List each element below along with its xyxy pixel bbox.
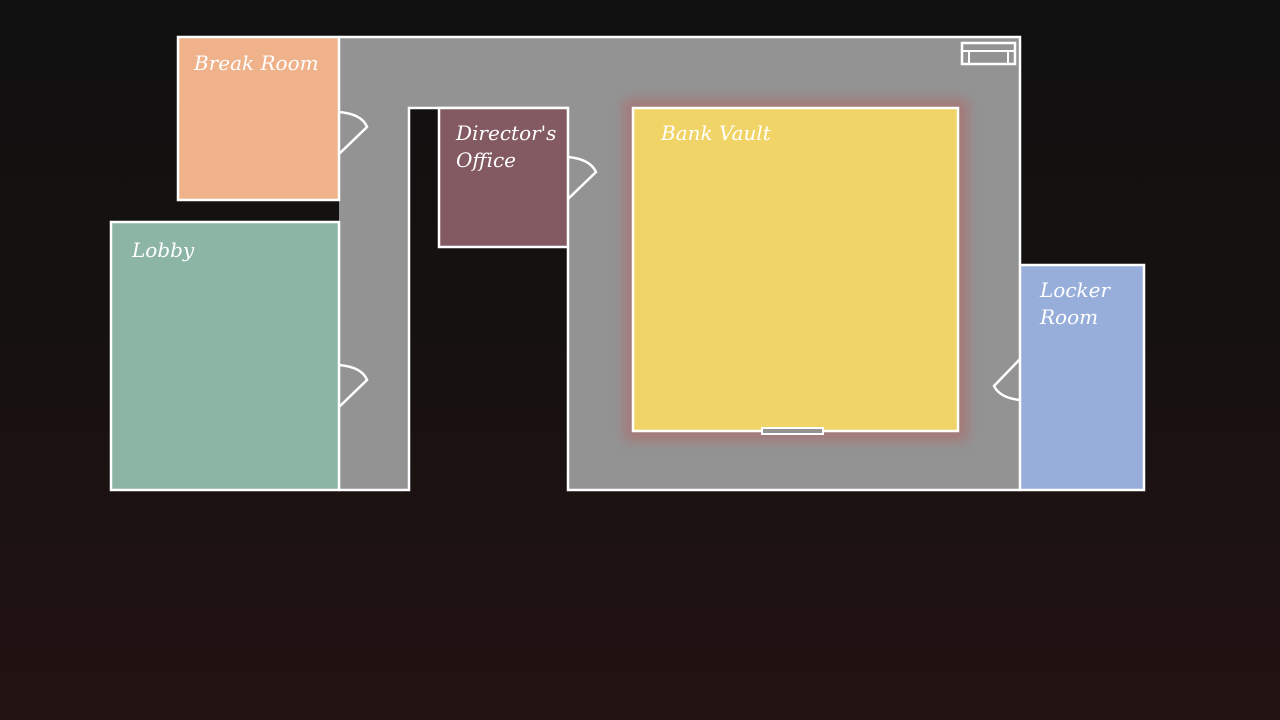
camera-icon[interactable] (960, 41, 1017, 66)
break-room-label-line: Break Room (193, 51, 319, 75)
locker-room-label-line2: Room (1039, 305, 1098, 329)
bank-vault-label: Bank Vault (660, 121, 772, 145)
directors-office-label: Director's Office (455, 121, 563, 172)
bank-vault-floor (633, 108, 958, 431)
vault-door-icon[interactable] (761, 427, 824, 435)
room-locker-room[interactable]: Locker Room (992, 263, 1146, 492)
directors-office-floor (439, 108, 568, 247)
lobby-door[interactable] (338, 363, 369, 408)
lobby-wall (109, 220, 341, 492)
break-room-floor (178, 37, 339, 200)
room-lobby[interactable]: Lobby (109, 220, 369, 492)
room-directors-office[interactable]: Director's Office (437, 106, 598, 249)
bank-vault-label-line: Bank Vault (660, 121, 772, 145)
locker-room-label-line1: Locker (1039, 278, 1111, 302)
locker-room-label: Locker Room (1039, 278, 1116, 329)
directors-office-wall (437, 106, 570, 249)
directors-office-label-line1: Director's (455, 121, 556, 145)
lobby-floor (111, 222, 339, 490)
break-room-wall (176, 35, 341, 202)
break-room-label: Break Room (193, 51, 319, 75)
locker-room-wall (1018, 263, 1146, 492)
locker-room-floor (1020, 265, 1144, 490)
directors-office-label-line2: Office (456, 148, 516, 172)
lobby-label: Lobby (131, 238, 195, 262)
room-bank-vault[interactable]: Bank Vault (624, 99, 968, 441)
lobby-label-line: Lobby (131, 238, 195, 262)
directors-office-door[interactable] (567, 155, 598, 200)
locker-room-door[interactable] (992, 358, 1021, 402)
break-room-door[interactable] (338, 110, 369, 155)
room-break-room[interactable]: Break Room (176, 35, 369, 202)
